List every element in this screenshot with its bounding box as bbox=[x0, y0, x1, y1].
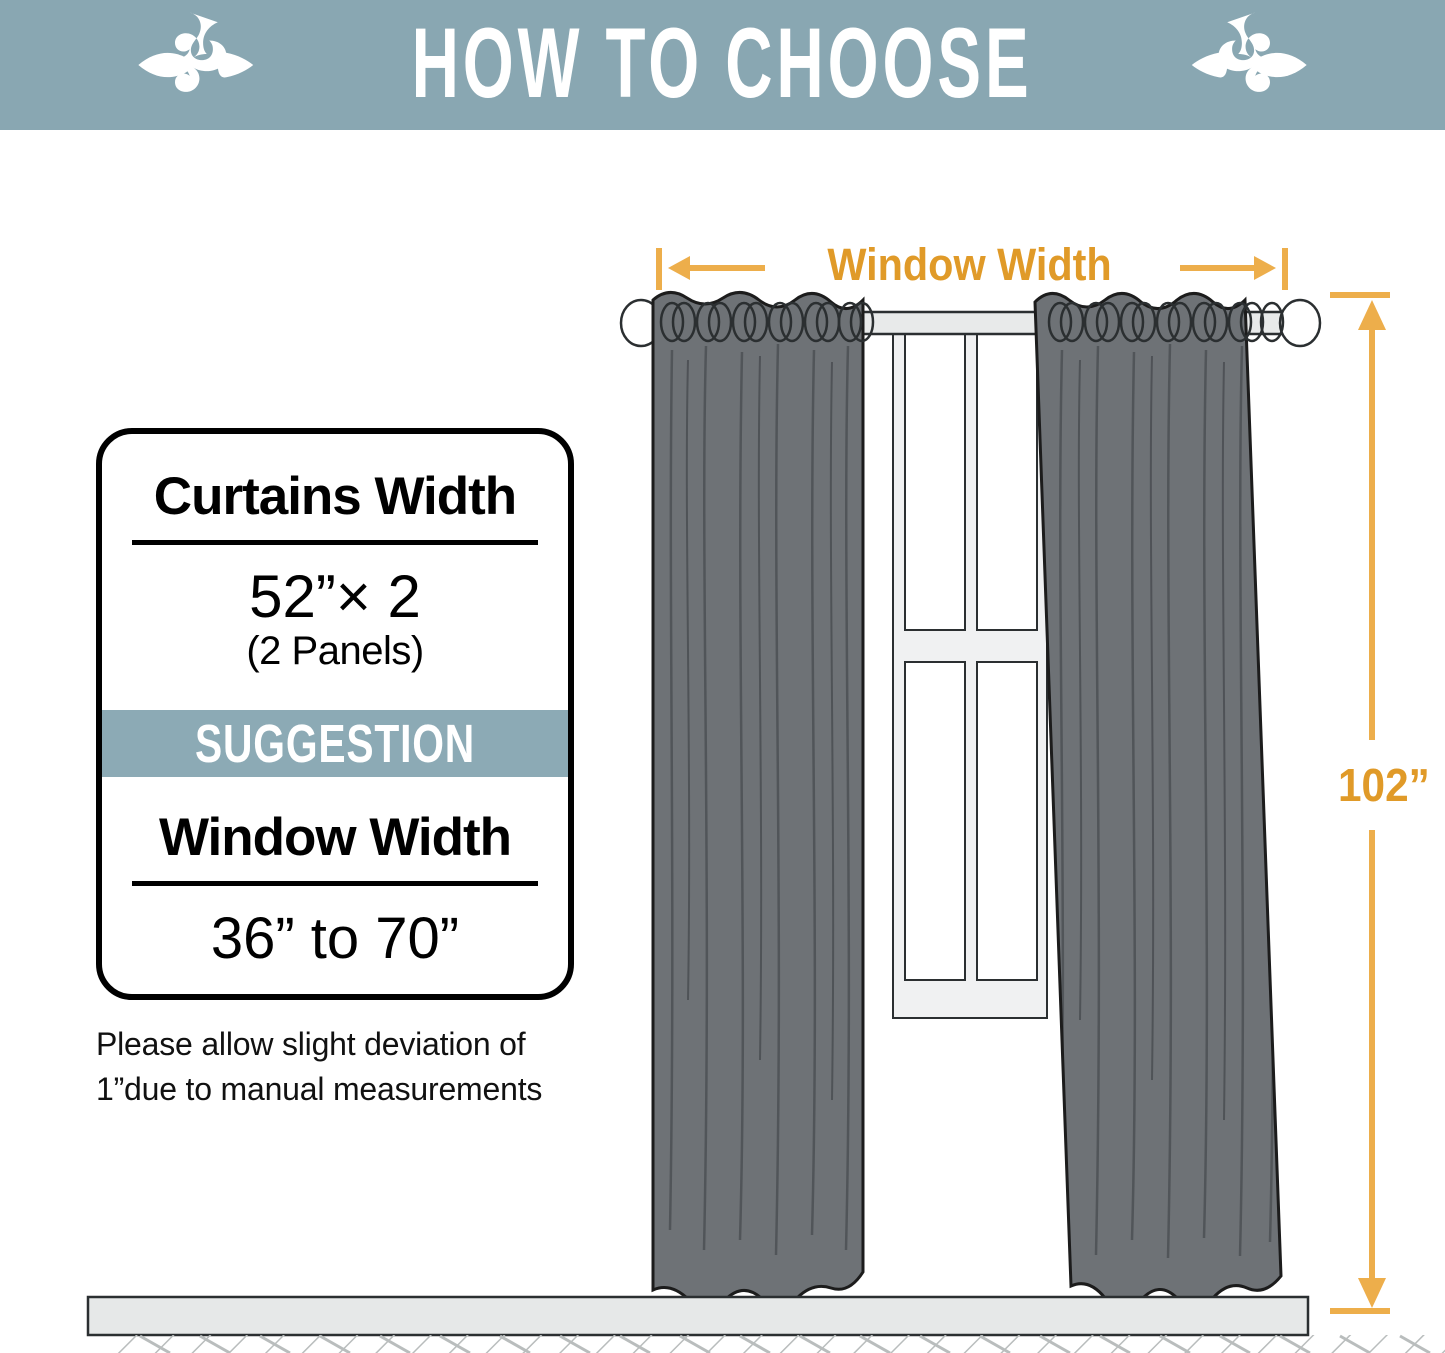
window-width-label: Window Width bbox=[158, 808, 512, 867]
suggestion-label: SUGGESTION bbox=[194, 713, 476, 774]
curtains-width-value: 52”× 2 bbox=[249, 563, 421, 630]
rod-finial-right bbox=[1278, 298, 1322, 348]
curtain-height-dimension-label: 102” bbox=[1337, 759, 1430, 811]
window-graphic bbox=[892, 317, 1048, 1019]
disclaimer-line-2: 1”due to manual measurements bbox=[96, 1071, 543, 1108]
disclaimer-line-1: Please allow slight deviation of bbox=[96, 1026, 526, 1062]
measurement-disclaimer: Please allow slight deviation of 1”due t… bbox=[96, 1022, 596, 1113]
window-width-dimension-label: Window Width bbox=[827, 239, 1112, 290]
suggestion-band: SUGGESTION bbox=[102, 710, 568, 777]
curtain-rod bbox=[619, 298, 1322, 348]
width-arrow-right bbox=[1254, 256, 1276, 280]
size-suggestion-card: Curtains Width 52”× 2 (2 Panels) SUGGEST… bbox=[96, 428, 574, 1000]
curtains-width-note: (2 Panels) bbox=[246, 629, 424, 673]
curtain-panel-left-outline bbox=[651, 291, 865, 1311]
width-arrow-left bbox=[668, 256, 690, 280]
fleur-de-lis-icon-left bbox=[138, 12, 254, 92]
window-width-value: 36” to 70” bbox=[210, 906, 460, 971]
header-banner: HOW TO CHOOSE bbox=[0, 0, 1445, 130]
rod-finial-left bbox=[619, 298, 663, 348]
height-arrow-up bbox=[1358, 300, 1386, 330]
floor-hatching bbox=[139, 1334, 1431, 1353]
curtain-panel-left bbox=[653, 292, 863, 1300]
banner-title: HOW TO CHOOSE bbox=[411, 7, 1034, 119]
card-divider-bottom bbox=[132, 881, 538, 886]
curtains-width-label: Curtains Width bbox=[153, 467, 517, 526]
curtain-panel-right-outline bbox=[1033, 292, 1283, 1311]
grommet-rings bbox=[659, 301, 1285, 343]
floor-graphic bbox=[86, 1295, 1445, 1353]
height-arrow-down bbox=[1358, 1278, 1386, 1308]
card-divider-top bbox=[132, 540, 538, 545]
fleur-de-lis-icon-right bbox=[1191, 12, 1307, 92]
curtain-panel-right bbox=[1035, 293, 1281, 1304]
